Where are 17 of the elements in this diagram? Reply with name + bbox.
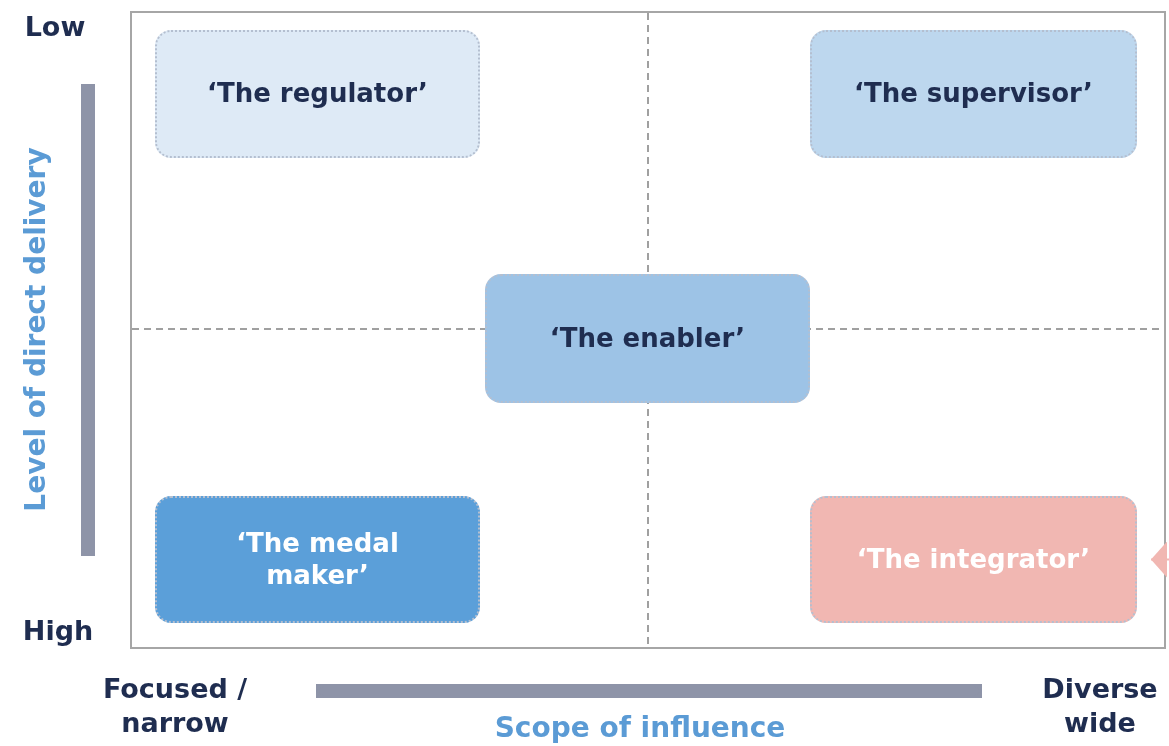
role-label: ‘The regulator’: [206, 78, 429, 110]
role-box: [810, 496, 1137, 623]
role-label: ‘The supervisor’: [853, 78, 1094, 110]
scale-label: Low: [23, 10, 87, 44]
role-box: [155, 30, 480, 158]
role-label: ‘The integrator’: [855, 543, 1092, 576]
axis-title: Scope of influence: [493, 710, 787, 745]
arrow: [1150, 541, 1169, 578]
axis-title: Level of direct delivery: [17, 146, 53, 514]
role-label: ‘The medal maker’: [235, 528, 400, 591]
scale-label: Diverse wide: [1041, 672, 1159, 740]
scale-label: Focused / narrow: [101, 672, 249, 740]
role-label: ‘The enabler’: [548, 322, 747, 355]
scale-label: High: [21, 614, 95, 648]
role-box: [155, 496, 480, 623]
role-box: [485, 274, 810, 403]
role-box: [810, 30, 1137, 158]
